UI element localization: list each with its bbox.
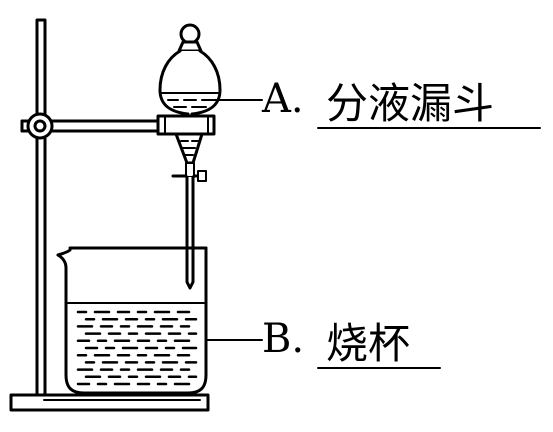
label-a-name: 分液漏斗 [326, 79, 495, 128]
clamp-boss [26, 112, 54, 140]
beaker-liquid [76, 310, 198, 386]
label-b-letter: B. [262, 316, 305, 362]
stand-base [9, 393, 210, 412]
label-a-letter: A. [262, 76, 304, 122]
beaker [56, 246, 208, 395]
label-b-name: 烧杯 [326, 319, 411, 368]
stand-rod [35, 18, 47, 397]
